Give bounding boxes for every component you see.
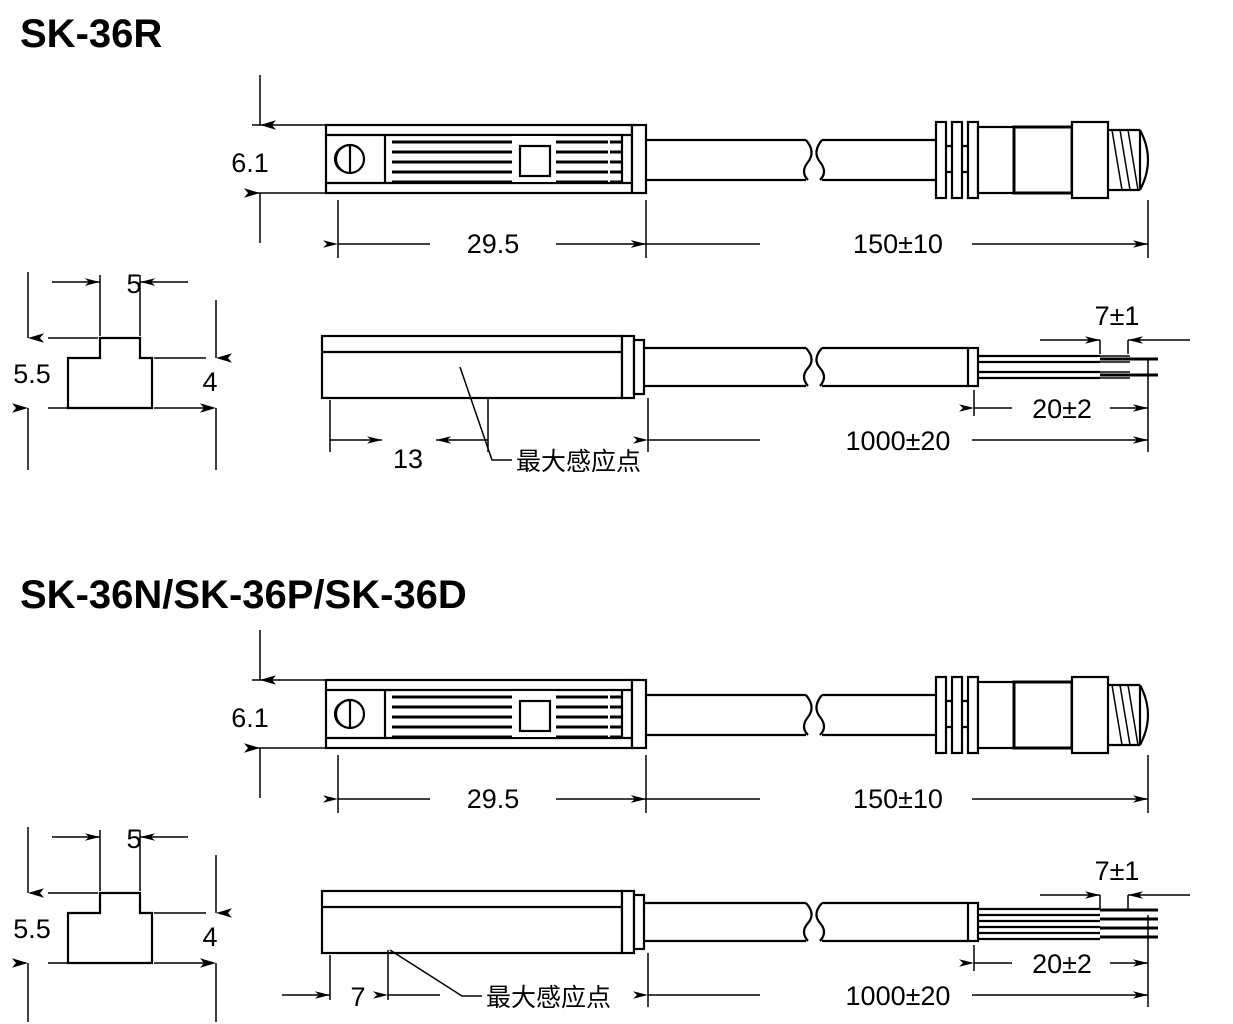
- dimension-6-1-a: 6.1: [231, 75, 326, 243]
- dimension-6-1-b: 6.1: [231, 630, 326, 798]
- dim-label-7-b: 7: [350, 982, 365, 1012]
- side-view-cable-a: [644, 346, 980, 388]
- annotation-max-sensing-point-b: 最大感应点: [486, 983, 611, 1012]
- cross-section-a: 5.5 4 5: [12, 269, 232, 470]
- side-view-wires-b: [978, 907, 1158, 941]
- dim-label-4-a: 4: [202, 367, 217, 397]
- dim-label-5-5-b: 5.5: [13, 914, 51, 944]
- top-view-sensor-body-a: [324, 123, 648, 195]
- dimension-13-a: 13 最大感应点: [329, 366, 641, 476]
- dimension-29-5-a: 29.5: [323, 200, 647, 259]
- dim-label-6-1-b: 6.1: [231, 703, 269, 733]
- dimension-1000-b: 1000±20: [633, 915, 1149, 1011]
- side-view-cable-b: [644, 901, 980, 943]
- dim-label-7pm1-b: 7±1: [1095, 856, 1140, 886]
- top-view-sensor-body-b: [324, 678, 648, 750]
- dim-label-1000-b: 1000±20: [846, 981, 951, 1011]
- dimension-20-b: 20±2: [959, 945, 1148, 979]
- side-view-wires-a: [978, 354, 1158, 380]
- dim-label-5-b: 5: [126, 824, 141, 854]
- dim-label-29-5-a: 29.5: [467, 229, 520, 259]
- dim-label-1000-a: 1000±20: [846, 426, 951, 456]
- dim-label-29-5-b: 29.5: [467, 784, 520, 814]
- top-view-connector-a: [934, 120, 1150, 200]
- dim-label-150-a: 150±10: [853, 229, 943, 259]
- dim-label-5-a: 5: [126, 269, 141, 299]
- side-view-sensor-body-a: [320, 334, 646, 400]
- dim-label-13-a: 13: [393, 444, 423, 474]
- dimension-7-b: 7 最大感应点: [282, 949, 611, 1012]
- dimension-150-a: 150±10: [631, 200, 1149, 259]
- annotation-max-sensing-point-a: 最大感应点: [516, 447, 641, 476]
- dimension-1000-a: 1000±20: [633, 360, 1149, 456]
- dim-label-150-b: 150±10: [853, 784, 943, 814]
- dimension-7pm1-b: 7±1: [1040, 856, 1190, 909]
- cross-section-b: 5.5 4 5: [12, 824, 232, 1022]
- dimension-7pm1-a: 7±1: [1040, 301, 1190, 354]
- dimension-20-a: 20±2: [959, 390, 1148, 424]
- dimension-29-5-b: 29.5: [323, 755, 647, 814]
- top-view-connector-b: [934, 675, 1150, 755]
- section-sk-36n-p-d: SK-36N/SK-36P/SK-36D: [12, 573, 1190, 1022]
- dim-label-4-b: 4: [202, 922, 217, 952]
- top-view-cable-b: [646, 693, 938, 737]
- section-sk-36r: SK-36R: [12, 12, 1190, 476]
- dim-label-5-5-a: 5.5: [13, 359, 51, 389]
- section-title-sk-36n-p-d: SK-36N/SK-36P/SK-36D: [20, 573, 467, 617]
- section-title-sk-36r: SK-36R: [20, 12, 162, 56]
- dim-label-20-b: 20±2: [1032, 949, 1092, 979]
- top-view-cable-a: [646, 138, 938, 182]
- dim-label-7pm1-a: 7±1: [1095, 301, 1140, 331]
- side-view-sensor-body-b: [320, 889, 646, 955]
- dimension-150-b: 150±10: [631, 755, 1149, 814]
- dim-label-20-a: 20±2: [1032, 394, 1092, 424]
- dim-label-6-1-a: 6.1: [231, 148, 269, 178]
